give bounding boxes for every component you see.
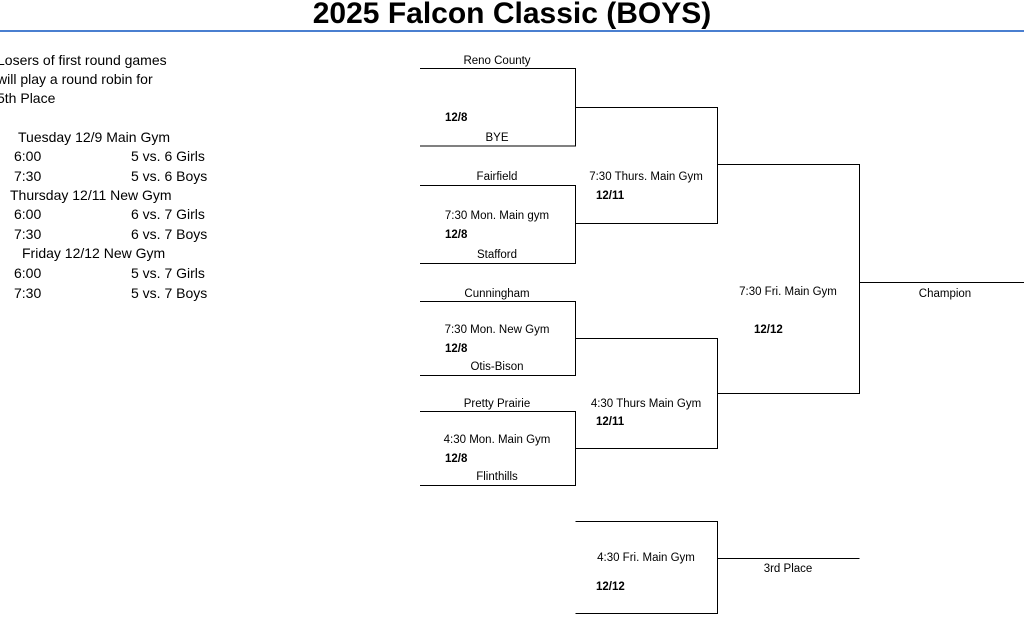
- team-name: Pretty Prairie: [463, 398, 531, 410]
- game-date: 12/8: [445, 229, 468, 241]
- round-robin-note-line-1: Losers of first round games: [0, 52, 167, 68]
- team-name: Flinthills: [476, 471, 518, 483]
- schedule-game: 6 vs. 7 Girls: [131, 206, 205, 222]
- schedule-heading-friday: Friday 12/12 New Gym: [22, 245, 166, 261]
- schedule-game: 5 vs. 6 Girls: [131, 148, 205, 164]
- team-name: BYE: [485, 132, 509, 144]
- third-place-label: 3rd Place: [763, 563, 813, 575]
- page-title: 2025 Falcon Classic (BOYS): [312, 0, 712, 30]
- champion-label: Champion: [918, 288, 972, 300]
- game-date: 12/8: [445, 112, 468, 124]
- schedule-game: 5 vs. 6 Boys: [131, 168, 208, 184]
- game-info: 7:30 Mon. Main gym: [444, 210, 550, 222]
- bracket-semifinal-2-line: [575, 338, 718, 449]
- bracket-final-line: [717, 164, 860, 394]
- schedule-time: 7:30: [14, 285, 42, 301]
- schedule-time: 6:00: [14, 206, 42, 222]
- game-info: 7:30 Thurs. Main Gym: [589, 171, 703, 183]
- bracket-semifinal-1-line: [575, 107, 718, 224]
- schedule-game: 5 vs. 7 Girls: [131, 265, 205, 281]
- round-robin-note-line-3: 5th Place: [0, 90, 56, 106]
- game-date: 12/8: [445, 343, 468, 355]
- schedule-time: 6:00: [14, 265, 42, 281]
- team-name: Cunningham: [464, 288, 530, 300]
- title-divider: [0, 30, 1024, 32]
- game-date: 12/12: [754, 324, 783, 336]
- schedule-time: 6:00: [14, 148, 42, 164]
- schedule-game: 5 vs. 7 Boys: [131, 285, 208, 301]
- team-name: Reno County: [463, 55, 531, 67]
- bracket-game-2-line: [420, 185, 576, 264]
- game-info: 4:30 Mon. Main Gym: [443, 434, 551, 446]
- game-date: 12/11: [596, 416, 625, 428]
- round-robin-note-line-2: will play a round robin for: [0, 71, 153, 87]
- game-date: 12/8: [445, 453, 468, 465]
- schedule-time: 7:30: [14, 226, 42, 242]
- game-date: 12/12: [596, 581, 625, 593]
- schedule-game: 6 vs. 7 Boys: [131, 226, 208, 242]
- schedule-heading-thursday: Thursday 12/11 New Gym: [10, 187, 172, 203]
- team-name: Fairfield: [476, 171, 518, 183]
- game-info: 4:30 Fri. Main Gym: [597, 552, 695, 564]
- schedule-time: 7:30: [14, 168, 42, 184]
- schedule-heading-tuesday: Tuesday 12/9 Main Gym: [18, 129, 170, 145]
- game-info: 7:30 Fri. Main Gym: [739, 286, 837, 298]
- game-date: 12/11: [596, 190, 625, 202]
- bracket-third-place-line: [575, 521, 718, 614]
- game-info: 4:30 Thurs Main Gym: [590, 398, 702, 410]
- team-name: Stafford: [476, 249, 518, 261]
- game-info: 7:30 Mon. New Gym: [444, 324, 550, 336]
- team-name: Otis-Bison: [470, 361, 524, 373]
